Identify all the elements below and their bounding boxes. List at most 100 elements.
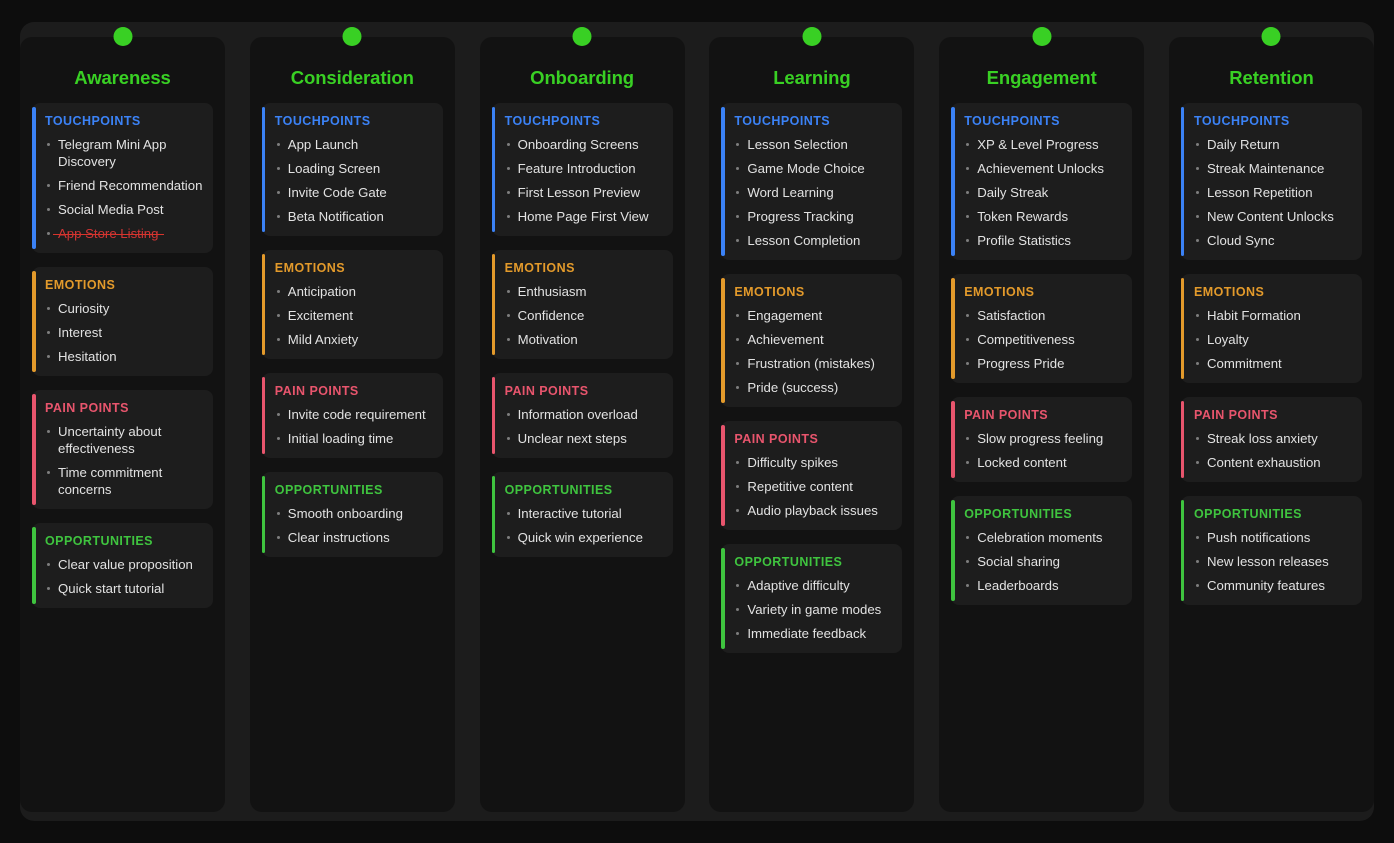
list-item: Initial loading time bbox=[275, 430, 433, 447]
list-item: Content exhaustion bbox=[1194, 454, 1352, 471]
list-item-label: XP & Level Progress bbox=[977, 137, 1099, 152]
section-title-emotions: EMOTIONS bbox=[274, 261, 346, 275]
list-item: Satisfaction bbox=[964, 307, 1122, 324]
list-item: Pride (success) bbox=[734, 379, 892, 396]
section-title-pain-points: PAIN POINTS bbox=[45, 401, 129, 415]
list-item-label: Excitement bbox=[287, 308, 354, 323]
stage-marker-dot-icon bbox=[572, 27, 592, 46]
list-item: Social Media Post bbox=[45, 201, 203, 218]
list-item: Onboarding Screens bbox=[505, 136, 663, 153]
list-item-label: Content exhaustion bbox=[1206, 455, 1321, 470]
list-item: XP & Level Progress bbox=[964, 136, 1122, 153]
list-item-label: Invite code requirement bbox=[287, 407, 426, 422]
list-item: Audio playback issues bbox=[734, 502, 892, 519]
section-title-touchpoints: TOUCHPOINTS bbox=[964, 114, 1060, 128]
section-title-touchpoints: TOUCHPOINTS bbox=[504, 114, 601, 128]
list-item: Adaptive difficulty bbox=[734, 577, 892, 594]
list-item-label: Beta Notification bbox=[287, 209, 384, 224]
section-title-emotions: EMOTIONS bbox=[504, 261, 575, 275]
list-item: Daily Streak bbox=[964, 184, 1122, 201]
list-item-label: Motivation bbox=[517, 332, 578, 347]
list-item-label: Loading Screen bbox=[287, 161, 381, 176]
list-item-label: Competitiveness bbox=[977, 332, 1075, 347]
list-item: Uncertainty about effectiveness bbox=[45, 423, 203, 457]
section-title-pain-points: PAIN POINTS bbox=[504, 384, 589, 398]
list-item-label: Community features bbox=[1206, 578, 1325, 593]
list-item: Smooth onboarding bbox=[275, 505, 433, 522]
list-item: Lesson Completion bbox=[734, 232, 892, 249]
section-title-opportunities: OPPORTUNITIES bbox=[964, 507, 1073, 521]
list-item: Hesitation bbox=[45, 348, 203, 365]
list-item-label: Anticipation bbox=[287, 284, 356, 299]
stage-title: Awareness bbox=[74, 67, 171, 88]
list-item: Competitiveness bbox=[964, 331, 1122, 348]
list-item-label: Achievement Unlocks bbox=[977, 161, 1104, 176]
section-title-pain-points: PAIN POINTS bbox=[964, 408, 1049, 422]
list-item: Daily Return bbox=[1194, 136, 1352, 153]
list-item-label: Confidence bbox=[517, 308, 585, 323]
list-item: Telegram Mini App Discovery bbox=[45, 136, 203, 170]
list-item: Excitement bbox=[275, 307, 433, 324]
list-item-label: Initial loading time bbox=[287, 431, 394, 446]
list-item: Friend Recommendation bbox=[45, 177, 203, 194]
list-item: Lesson Selection bbox=[734, 136, 892, 153]
section-title-emotions: EMOTIONS bbox=[45, 278, 116, 292]
list-item-label: Cloud Sync bbox=[1206, 233, 1275, 248]
list-item-label: Home Page First View bbox=[517, 209, 649, 224]
list-item: Curiosity bbox=[45, 300, 203, 317]
list-item-label: Curiosity bbox=[58, 301, 110, 316]
list-item-label: Clear value proposition bbox=[58, 557, 193, 572]
section-title-touchpoints: TOUCHPOINTS bbox=[274, 114, 371, 128]
list-item: Unclear next steps bbox=[505, 430, 663, 447]
list-item-label: Social Media Post bbox=[58, 202, 164, 217]
list-item-label: Habit Formation bbox=[1206, 308, 1301, 323]
list-item-label: Smooth onboarding bbox=[287, 506, 403, 521]
list-item: Cloud Sync bbox=[1194, 232, 1352, 249]
section-title-touchpoints: TOUCHPOINTS bbox=[1193, 114, 1290, 128]
stage-title: Onboarding bbox=[530, 67, 634, 88]
list-item-label: Progress Tracking bbox=[747, 209, 854, 224]
list-item-label: Daily Streak bbox=[977, 185, 1049, 200]
list-item: Immediate feedback bbox=[734, 625, 892, 642]
list-item: Invite code requirement bbox=[275, 406, 433, 423]
list-item-label: Enthusiasm bbox=[517, 284, 587, 299]
list-item: Streak Maintenance bbox=[1194, 160, 1352, 177]
list-item-label: Interest bbox=[58, 325, 102, 340]
list-item-label: Streak Maintenance bbox=[1206, 161, 1325, 176]
list-item-label: Quick start tutorial bbox=[58, 581, 165, 596]
list-item-label: Profile Statistics bbox=[977, 233, 1071, 248]
list-item: Feature Introduction bbox=[505, 160, 663, 177]
list-item-label: Token Rewards bbox=[977, 209, 1069, 224]
list-item: Variety in game modes bbox=[734, 601, 892, 618]
list-item-label: Daily Return bbox=[1206, 137, 1280, 152]
list-item: Enthusiasm bbox=[505, 283, 663, 300]
list-item: Beta Notification bbox=[275, 208, 433, 225]
list-item: Push notifications bbox=[1194, 529, 1352, 546]
list-item-label: Uncertainty about effectiveness bbox=[58, 424, 162, 456]
section-title-emotions: EMOTIONS bbox=[734, 285, 805, 299]
list-item: Leaderboards bbox=[964, 577, 1122, 594]
